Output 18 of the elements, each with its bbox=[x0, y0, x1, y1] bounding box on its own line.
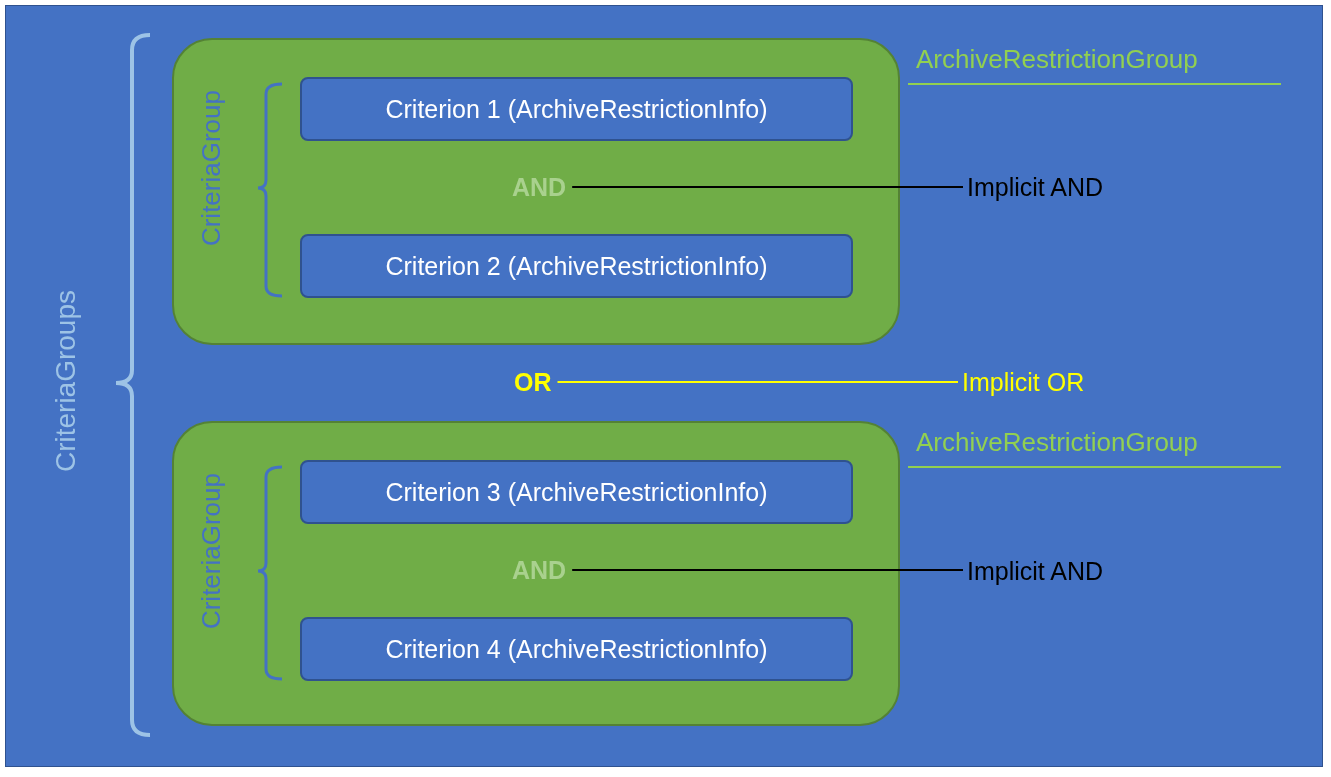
group-label: CriteriaGroups bbox=[50, 290, 82, 473]
operator-label: OR bbox=[514, 366, 552, 398]
leader-line bbox=[556, 381, 959, 383]
criterion-box: Criterion 3 (ArchiveRestrictionInfo) bbox=[300, 460, 853, 524]
leader-line bbox=[571, 186, 964, 188]
operator-label: AND bbox=[512, 554, 567, 586]
group-heading: ArchiveRestrictionGroup bbox=[908, 44, 1281, 85]
group-label: CriteriaGroup bbox=[196, 473, 227, 630]
annotation-text: Implicit AND bbox=[967, 171, 1104, 203]
criterion-box: Criterion 1 (ArchiveRestrictionInfo) bbox=[300, 77, 853, 141]
leader-line bbox=[571, 569, 964, 571]
operator-label: AND bbox=[512, 171, 567, 203]
annotation-text: Implicit AND bbox=[967, 555, 1104, 587]
annotation-text: Implicit OR bbox=[962, 366, 1085, 398]
group-heading: ArchiveRestrictionGroup bbox=[908, 427, 1281, 468]
group-label: CriteriaGroup bbox=[196, 90, 227, 247]
criterion-box: Criterion 4 (ArchiveRestrictionInfo) bbox=[300, 617, 853, 681]
criterion-box: Criterion 2 (ArchiveRestrictionInfo) bbox=[300, 234, 853, 298]
